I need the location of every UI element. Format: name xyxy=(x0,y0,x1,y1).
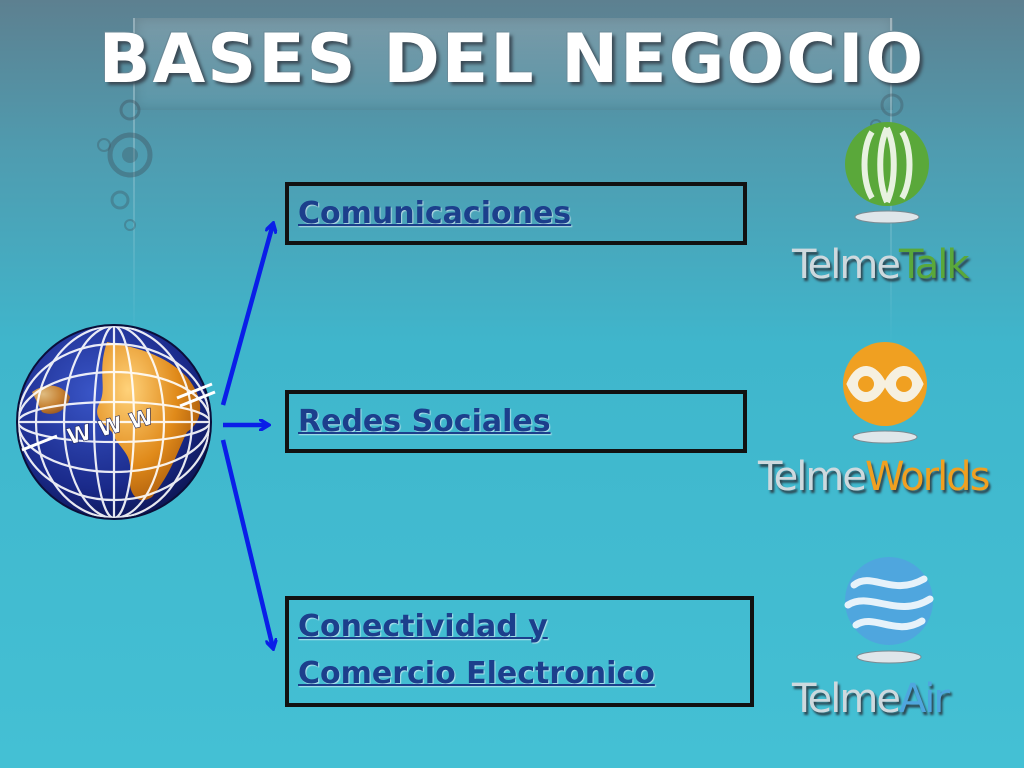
page-title: BASES DEL NEGOCIO xyxy=(98,20,926,99)
telmeworlds-brand: TelmeWorlds xyxy=(758,454,990,500)
telmetalk-suffix: Talk xyxy=(898,242,970,288)
box-comunicaciones-label: Comunicaciones xyxy=(298,196,572,231)
box-conectividad-line2: Comercio Electronico xyxy=(298,656,655,691)
box-conectividad xyxy=(285,596,754,707)
box-comunicaciones xyxy=(285,182,747,245)
telmeair-logo-icon xyxy=(844,557,934,664)
telmeair-prefix: Telme xyxy=(792,676,901,722)
arrow-to-comunicaciones xyxy=(220,224,273,406)
globe-icon: W W W xyxy=(16,324,216,520)
decor-circles-left xyxy=(97,99,153,231)
box-redes-sociales-label: Redes Sociales xyxy=(298,404,551,439)
box-redes-sociales xyxy=(285,390,747,453)
telmeworlds-logo-icon xyxy=(843,342,927,444)
arrow-to-conectividad xyxy=(220,439,273,648)
decor-line-left xyxy=(133,18,135,348)
telmeair-brand: TelmeAir xyxy=(792,676,950,722)
title-banner xyxy=(135,18,893,110)
telmetalk-brand: TelmeTalk xyxy=(792,242,970,288)
telmeworlds-prefix: Telme xyxy=(758,454,867,500)
telmetalk-logo-icon xyxy=(845,122,929,224)
telmetalk-prefix: Telme xyxy=(792,242,901,288)
box-conectividad-line1: Conectividad y xyxy=(298,609,548,644)
telmeworlds-suffix: Worlds xyxy=(864,454,990,500)
telmeair-suffix: Air xyxy=(898,676,950,722)
